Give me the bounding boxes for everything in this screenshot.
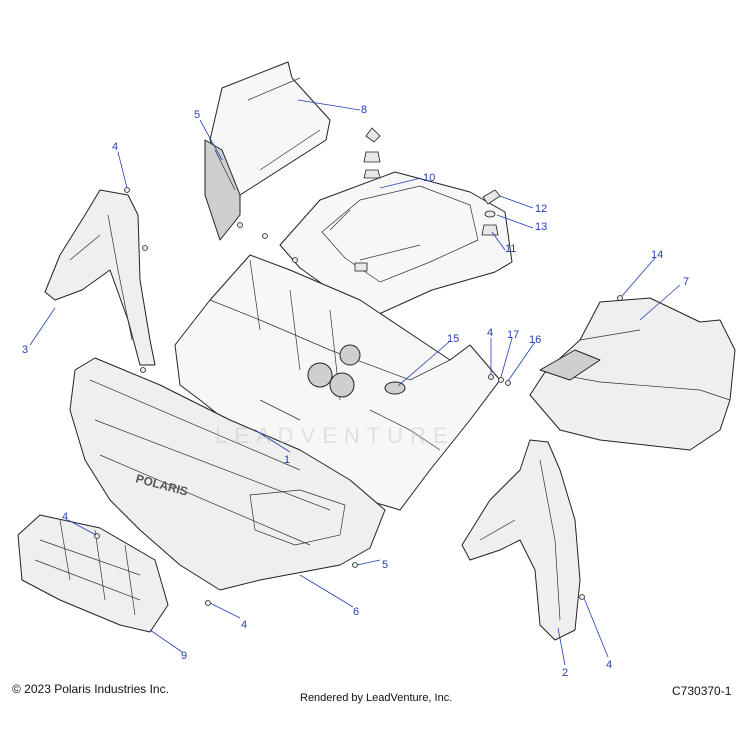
callout-4: 4 (241, 619, 247, 631)
leader-lines (29, 99, 681, 666)
part-6-front-bumper: POLARIS (69, 357, 386, 591)
callout-4: 4 (112, 141, 118, 153)
copyright-text: © 2023 Polaris Industries Inc. (12, 682, 169, 696)
callout-12: 12 (535, 203, 547, 215)
part-1-main-body (174, 254, 501, 511)
callout-16: 16 (529, 334, 541, 346)
part-2-right-fender (461, 439, 581, 641)
callout-2: 2 (562, 667, 568, 679)
callout-5: 5 (382, 559, 388, 571)
callout-7: 7 (683, 276, 689, 288)
callout-13: 13 (535, 221, 547, 233)
callout-5: 5 (194, 109, 200, 121)
part-7-right-panel (529, 297, 736, 451)
callout-4: 4 (487, 327, 493, 339)
callout-4: 4 (606, 659, 612, 671)
callout-6: 6 (353, 606, 359, 618)
callout-17: 17 (507, 329, 519, 341)
callout-9: 9 (181, 650, 187, 662)
figure-code: C730370-1 (672, 684, 732, 698)
callout-1: 1 (284, 454, 290, 466)
fasteners (94, 187, 623, 606)
callout-4: 4 (62, 511, 68, 523)
watermark: LEADVENTURE (215, 423, 455, 448)
callout-8: 8 (361, 104, 367, 116)
part-3-left-fender (44, 189, 156, 366)
callout-10: 10 (423, 172, 435, 184)
callout-11: 11 (505, 243, 516, 255)
part-8-upper-cover (204, 61, 331, 241)
callout-3: 3 (22, 344, 28, 356)
rendered-by-text: Rendered by LeadVenture, Inc. (300, 692, 453, 704)
callout-15: 15 (447, 333, 459, 345)
callout-labels: 1 2 3 4 4 4 4 4 5 5 6 7 8 9 10 11 12 13 … (22, 104, 689, 679)
callout-14: 14 (651, 249, 663, 261)
hood-bumpers (363, 127, 381, 179)
